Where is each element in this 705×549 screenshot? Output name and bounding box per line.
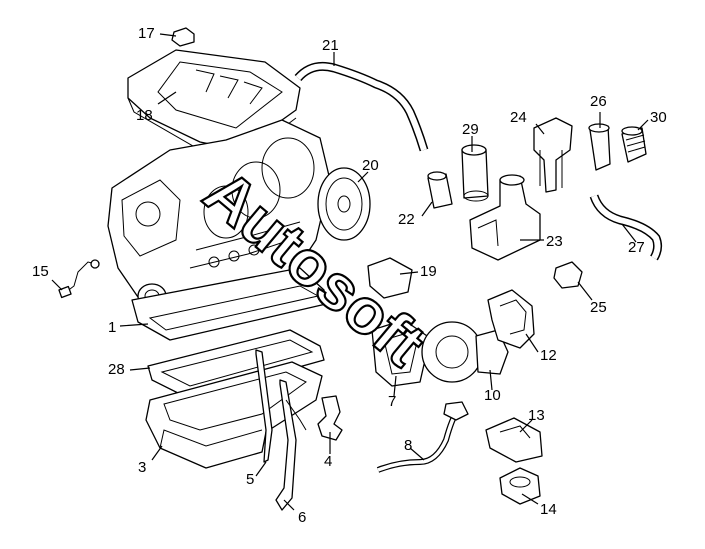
callout-labels: 17 18 21 20 29 24 26 30 22 23 27 15 19 2… (32, 25, 667, 526)
filter-bracket-part (533, 117, 573, 193)
oil-pickup-part (317, 395, 343, 441)
oil-feed-line-part (376, 401, 469, 473)
callout-28: 28 (108, 361, 125, 378)
oil-filter-part (461, 144, 489, 202)
callout-12: 12 (540, 347, 557, 364)
breather-hose-part (294, 61, 429, 152)
callout-7: 7 (388, 393, 396, 410)
fuel-line-part (589, 194, 663, 261)
callout-14: 14 (540, 501, 557, 518)
callout-10: 10 (484, 387, 501, 404)
callout-1: 1 (108, 319, 116, 336)
dipstick-tube-part (255, 349, 273, 463)
heat-shield-part (371, 319, 431, 387)
flywheel-part (317, 167, 371, 241)
callout-22: 22 (398, 211, 415, 228)
callout-27: 27 (628, 239, 645, 256)
filter-housing-part (469, 174, 541, 261)
callout-20: 20 (362, 157, 379, 174)
rubber-mount-part (499, 467, 541, 505)
dipstick-part (275, 379, 307, 511)
oil-cap-part (171, 27, 195, 47)
callout-23: 23 (546, 233, 563, 250)
callout-24: 24 (510, 109, 527, 126)
valve-part (553, 261, 583, 289)
callout-29: 29 (462, 121, 479, 138)
callout-13: 13 (528, 407, 545, 424)
callout-4: 4 (324, 453, 332, 470)
engine-block-part (107, 119, 331, 341)
callout-30: 30 (650, 109, 667, 126)
callout-15: 15 (32, 263, 49, 280)
callout-21: 21 (322, 37, 339, 54)
callout-26: 26 (590, 93, 607, 110)
exhaust-elbow-part (487, 289, 535, 349)
callout-6: 6 (298, 509, 306, 526)
oil-pan-gasket-part (147, 329, 325, 399)
fuel-filter-part (588, 123, 611, 171)
callout-17: 17 (138, 25, 155, 42)
callout-3: 3 (138, 459, 146, 476)
callout-19: 19 (420, 263, 437, 280)
oil-pan-part (145, 361, 323, 469)
callout-25: 25 (590, 299, 607, 316)
sensor-part (58, 259, 100, 299)
callout-5: 5 (246, 471, 254, 488)
engine-mount-part (485, 417, 543, 463)
mount-bracket-part (367, 257, 413, 299)
callout-18: 18 (136, 107, 153, 124)
leader-lines (51, 33, 649, 511)
fuel-filter-cartridge-part (621, 126, 647, 163)
callout-8: 8 (404, 437, 412, 454)
oil-filter-small-part (427, 171, 453, 209)
